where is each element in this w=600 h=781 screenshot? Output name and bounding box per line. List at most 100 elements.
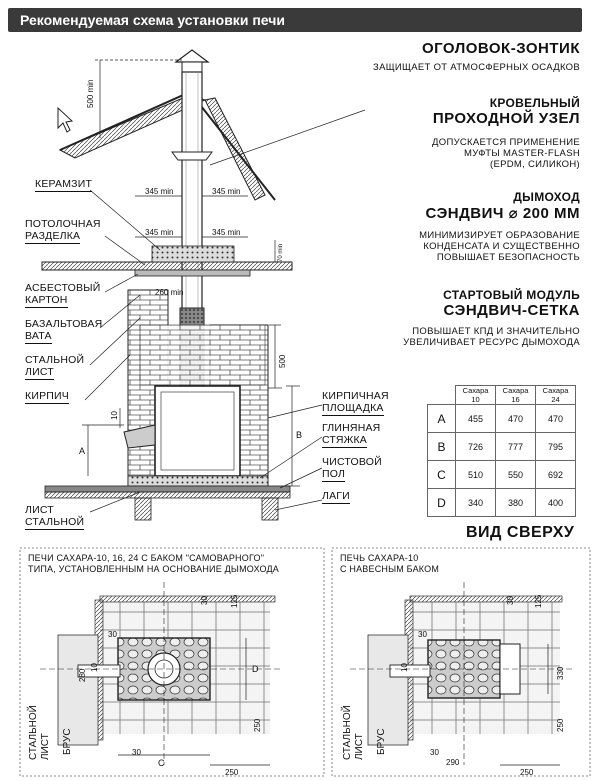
section-drawing (41, 49, 366, 521)
table-cell: 400 (535, 488, 576, 517)
right-dim-290: 290 (446, 758, 460, 767)
dim-70-min: 70 min (278, 243, 284, 262)
dim-260-min: 260 min (155, 288, 184, 297)
dim-a: A (79, 446, 86, 456)
row-label: A (427, 404, 456, 433)
start-note-1: ПОВЫШАЕТ КПД И ЗНАЧИТЕЛЬНО (412, 326, 580, 337)
dim-500-min: 500 min (86, 79, 95, 108)
table-cell: 470 (495, 404, 536, 433)
start-title-2: СЭНДВИЧ-СЕТКА (443, 302, 580, 319)
right-steel-1: СТАЛЬНОЙ (342, 705, 353, 760)
row-label: B (427, 432, 456, 461)
header-banner: Рекомендуемая схема установки печи (8, 8, 582, 32)
label-clay-1: ГЛИНЯНАЯ (322, 422, 381, 434)
label-brickpad-2: ПЛОЩАДКА (322, 402, 384, 416)
label-floor-1: ЧИСТОВОЙ (322, 456, 382, 468)
left-dim-d: D (252, 664, 259, 674)
left-dim-30b: 30 (108, 630, 117, 639)
dim-500: 500 (278, 354, 287, 368)
left-dim-10: 10 (90, 663, 99, 672)
cursor-arrow-icon (57, 106, 74, 133)
table-cell: 380 (495, 488, 536, 517)
table-cell: 692 (535, 460, 576, 489)
dim-345-a: 345 min (145, 187, 174, 196)
dim-b: B (296, 430, 303, 440)
left-dim-30c: 30 (132, 748, 141, 757)
roof-title-2: ПРОХОДНОЙ УЗЕЛ (432, 110, 580, 127)
roof-title-1: КРОВЕЛЬНЫЙ (489, 96, 580, 110)
flue-title-2: СЭНДВИЧ ⌀ 200 ММ (425, 205, 580, 222)
table-header: Сахара 10 (455, 385, 496, 405)
start-title-1: СТАРТОВЫЙ МОДУЛЬ (443, 288, 580, 302)
label-basalt-1: БАЗАЛЬТОВАЯ (25, 318, 103, 330)
table-header-row: Сахара 10 Сахара 16 Сахара 24 (428, 385, 576, 405)
header-title: Рекомендуемая схема установки печи (20, 12, 285, 28)
right-dim-330: 330 (556, 666, 565, 680)
left-dim-30a: 30 (200, 596, 209, 605)
right-dim-30c: 30 (430, 748, 439, 757)
top-view-title: ВИД СВЕРХУ (466, 524, 575, 541)
left-dim-125: 125 (230, 594, 239, 608)
ceiling-pass (41, 245, 293, 277)
dim-10: 10 (110, 411, 119, 420)
dim-345-d: 345 min (212, 228, 241, 237)
label-brickpad-1: КИРПИЧНАЯ (322, 390, 389, 402)
stove-body (123, 385, 241, 477)
label-keramzit: КЕРАМЗИТ (35, 178, 93, 192)
label-lagi: ЛАГИ (322, 490, 350, 504)
label-asbestos-2: КАРТОН (25, 294, 68, 308)
dim-345-c: 345 min (145, 228, 174, 237)
table-cell: 550 (495, 460, 536, 489)
row-label: C (427, 460, 456, 489)
right-steel-2: ЛИСТ (354, 733, 365, 760)
table-header: Сахара 24 (535, 385, 576, 405)
right-note-2: С НАВЕСНЫМ БАКОМ (340, 564, 440, 574)
roof-note-1: ДОПУСКАЕТСЯ ПРИМЕНЕНИЕ (432, 137, 580, 148)
top-view-right (350, 582, 575, 766)
label-steel-1: СТАЛЬНОЙ (25, 354, 85, 366)
table-row: C 510 550 692 (427, 460, 576, 489)
dimension-lines (82, 59, 300, 487)
flue-note-1: МИНИМИЗИРУЕТ ОБРАЗОВАНИЕ (419, 230, 580, 241)
right-dim-250a: 250 (556, 718, 565, 732)
right-dim-30b: 30 (418, 630, 427, 639)
right-dim-250b: 250 (520, 768, 534, 777)
label-asbestos-1: АСБЕСТОВЫЙ (25, 282, 101, 294)
flue-note-3: ПОВЫШАЕТ БЕЗОПАСНОСТЬ (436, 252, 580, 263)
top-view-left (40, 582, 280, 766)
table-cell: 470 (535, 404, 576, 433)
label-ceiling-1: ПОТОЛОЧНАЯ (25, 218, 101, 230)
left-steel-2: ЛИСТ (40, 733, 51, 760)
left-dim-280: 280 (78, 668, 87, 682)
left-brus: БРУС (62, 728, 73, 755)
label-ceiling-2: РАЗДЕЛКА (25, 230, 81, 244)
table-header: Сахара 16 (495, 385, 536, 405)
roof (58, 90, 276, 201)
flue-title-1: ДЫМОХОД (513, 190, 580, 204)
table-cell: 340 (455, 488, 496, 517)
flue-note-2: КОНДЕНСАТА И СУЩЕСТВЕННО (423, 241, 580, 252)
label-brick: КИРПИЧ (25, 390, 69, 404)
left-dim-250b: 250 (225, 768, 239, 777)
table-row: D 340 380 400 (427, 488, 576, 517)
table-row: A 455 470 470 (427, 404, 576, 433)
cap-title: ОГОЛОВОК-ЗОНТИК (421, 40, 580, 57)
right-brus: БРУС (376, 728, 387, 755)
top-view-drawing (19, 547, 591, 777)
left-note-2: ТИПА, УСТАНОВЛЕННЫМ НА ОСНОВАНИЕ ДЫМОХОД… (28, 564, 279, 574)
label-steel-2: ЛИСТ (25, 366, 54, 380)
label-basalt-2: ВАТА (25, 330, 52, 344)
floor-layers (44, 475, 291, 521)
label-sheet-1: ЛИСТ (25, 504, 54, 516)
label-sheet-2: СТАЛЬНОЙ (25, 516, 85, 530)
right-dim-30a: 30 (506, 596, 515, 605)
table-cell: 795 (535, 432, 576, 461)
table-cell: 726 (455, 432, 496, 461)
cap-note: ЗАЩИЩАЕТ ОТ АТМОСФЕРНЫХ ОСАДКОВ (373, 62, 580, 73)
dim-345-b: 345 min (212, 187, 241, 196)
right-dim-10: 10 (400, 663, 409, 672)
left-steel-1: СТАЛЬНОЙ (28, 705, 39, 760)
left-dim-250a: 250 (253, 718, 262, 732)
leader-lines (84, 109, 366, 513)
roof-note-2: МУФТЫ MASTER-FLASH (464, 148, 580, 159)
